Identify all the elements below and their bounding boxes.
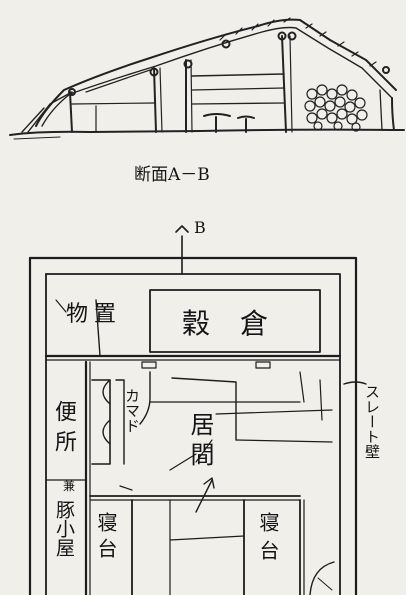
room-label-toilet: 便所: [51, 400, 76, 460]
plan-marker-b: B: [194, 218, 206, 237]
room-label-granary: 穀倉: [182, 307, 299, 340]
room-label-bed-left: 寝台: [94, 512, 118, 564]
floor-plan-drawing: [28, 225, 367, 595]
room-label-pigsty: 豚小屋: [53, 500, 75, 557]
room-label-bed-right: 寝台: [256, 512, 280, 568]
section-caption: 断面A－B: [134, 165, 210, 185]
room-label-toilet-note: 兼: [63, 479, 76, 493]
room-label-kamado: カマド: [123, 388, 141, 433]
wall-note-slate: スレート壁: [363, 384, 381, 459]
room-label-storage: 物置: [66, 302, 123, 327]
room-label-living: 居間: [186, 412, 214, 472]
cross-section-drawing: [9, 17, 405, 140]
